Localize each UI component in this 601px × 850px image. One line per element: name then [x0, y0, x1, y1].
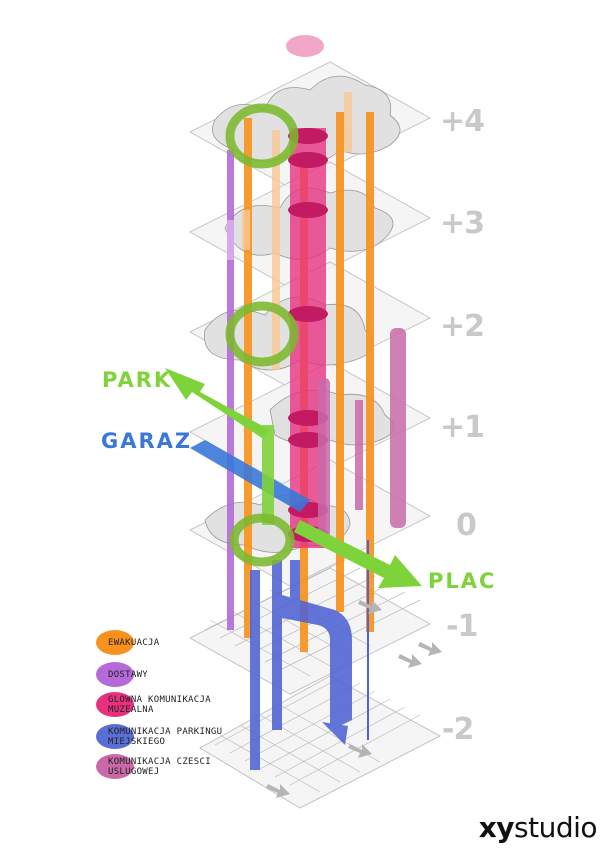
- service-col-2: [318, 378, 330, 538]
- ring-4: [288, 306, 328, 322]
- evac-col-3: [336, 112, 344, 612]
- spiral-plus2: [225, 301, 299, 367]
- studio-logo: xystudio: [478, 811, 598, 844]
- legend-swatch-ewakuacja: [96, 630, 134, 655]
- evac-light-2: [344, 92, 352, 152]
- logo-bold: xy: [478, 811, 515, 844]
- parking-ramp-arrow: [322, 722, 348, 745]
- legend-text-uslugowa: KOMUNIKACJA CZESCI USLUGOWEJ: [108, 756, 211, 777]
- legend-item-dostawy: DOSTAWY: [96, 662, 148, 687]
- floor-label-minus1: -1: [446, 609, 478, 644]
- ring-2: [288, 152, 328, 168]
- spiral-zero: [229, 513, 295, 567]
- floor-label-plus3: +3: [440, 206, 485, 241]
- legend-swatch-muzealna: [96, 692, 134, 717]
- floor-label-minus2: -2: [442, 712, 474, 747]
- legend-swatch-uslugowa: [96, 754, 134, 779]
- service-col-3: [355, 400, 363, 510]
- floor-label-plus1: +1: [440, 410, 485, 445]
- flow-label-park: PARK: [102, 368, 173, 392]
- exit-arrow-3: [348, 744, 372, 758]
- floor-label-zero: 0: [456, 508, 477, 543]
- floor-label-plus4: +4: [440, 104, 485, 139]
- legend-text-muzealna: GLOWNA KOMUNIKACJA MUZEALNA: [108, 694, 211, 715]
- exit-arrows: [266, 600, 442, 798]
- legend-item-uslugowa: KOMUNIKACJA CZESCI USLUGOWEJ: [96, 754, 211, 779]
- parking-columns: [250, 560, 352, 770]
- plac-arrow: [294, 520, 422, 588]
- flow-label-plac: PLAC: [428, 569, 497, 593]
- spiral-plus4: [225, 103, 299, 169]
- legend-item-parking: KOMUNIKACJA PARKINGU MIEJSKIEGO: [96, 724, 222, 749]
- uslugowa-columns: [318, 328, 406, 538]
- dostawy-column: [227, 150, 234, 630]
- garaz-arrow: [190, 440, 310, 512]
- park-arrow: [165, 368, 270, 438]
- flow-label-garaz: GARAZ: [101, 429, 193, 453]
- exit-arrow-2: [418, 642, 442, 656]
- legend-swatch-dostawy: [96, 662, 134, 687]
- evac-light-1: [272, 130, 280, 370]
- dostawy-light: [227, 220, 234, 260]
- park-riser: [262, 425, 274, 525]
- legend-item-ewakuacja: EWAKUACJA: [96, 630, 159, 655]
- floor-label-plus2: +2: [440, 309, 485, 344]
- evac-light-3: [242, 210, 250, 250]
- parking-col-2: [272, 560, 282, 730]
- legend-item-muzealna: GLOWNA KOMUNIKACJA MUZEALNA: [96, 692, 211, 717]
- ring-3: [288, 202, 328, 218]
- parking-col-1: [250, 570, 260, 770]
- legend-text-ewakuacja: EWAKUACJA: [108, 637, 160, 648]
- exit-arrow-4: [266, 784, 290, 798]
- spirals: [225, 103, 299, 567]
- ewakuacja-light: [242, 92, 352, 370]
- logo-regular: studio: [514, 811, 598, 844]
- parking-col-3: [290, 560, 300, 610]
- exit-arrow-5: [358, 600, 382, 614]
- service-col-1: [390, 328, 406, 528]
- legend-text-dostawy: DOSTAWY: [108, 669, 149, 680]
- slab-minus2: [198, 675, 442, 809]
- exit-arrow-1: [398, 654, 422, 668]
- evac-col-4: [366, 112, 374, 632]
- evac-col-1: [244, 118, 252, 638]
- parking-ramp: [282, 595, 352, 730]
- top-marker: [286, 35, 324, 57]
- legend-swatch-parking: [96, 724, 134, 749]
- legend-text-parking: KOMUNIKACJA PARKINGU MIEJSKIEGO: [108, 726, 223, 747]
